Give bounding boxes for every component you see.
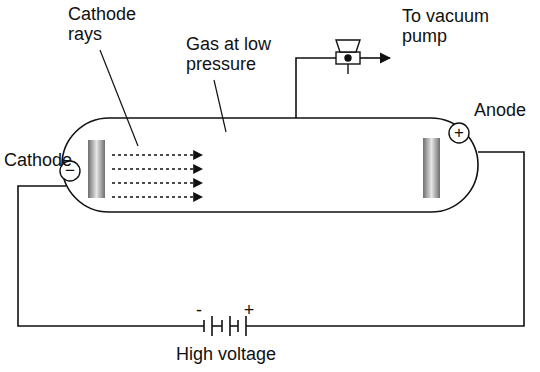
electrode-label: Cathode (4, 150, 62, 170)
polarity-sign: + (449, 124, 469, 142)
callout-label: Cathode rays (68, 4, 150, 44)
vacuum-pipe (296, 58, 390, 118)
polarity-sign: − (60, 162, 80, 180)
voltage-label: High voltage (176, 344, 306, 364)
cathode-plate (88, 140, 105, 198)
callout-label: To vacuum pump (402, 6, 512, 46)
polarity-sign: - (192, 300, 206, 320)
stopcock-valve (336, 40, 360, 74)
battery-symbol (204, 316, 246, 336)
cathode-ray-arrows (112, 155, 202, 197)
anode-plate (423, 138, 440, 198)
anode-sign-circle (449, 123, 469, 143)
cathode-sign-circle (60, 161, 80, 181)
callout-label: Gas at low pressure (186, 34, 290, 74)
glass-tube (62, 118, 478, 212)
electrode-label: Anode (474, 100, 536, 120)
polarity-sign: + (242, 300, 256, 320)
